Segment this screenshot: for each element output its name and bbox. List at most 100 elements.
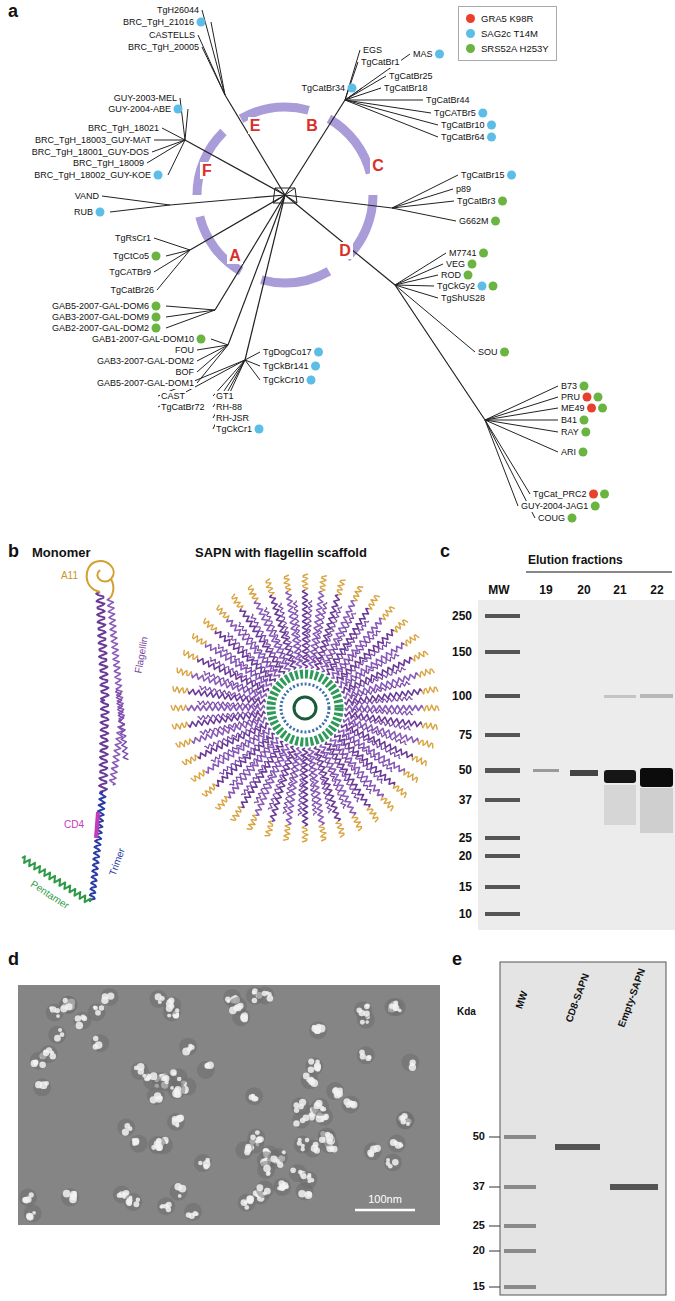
- helix: [293, 600, 302, 662]
- taxon-label: TgCkBr141: [262, 361, 310, 372]
- helix: [412, 652, 428, 662]
- tree-branch: [395, 285, 485, 420]
- tree-branch: [197, 345, 228, 372]
- helix: [345, 706, 423, 711]
- taxon-label: GUY-2004-JAG1: [520, 501, 589, 512]
- clade-letter: F: [200, 162, 214, 179]
- particle: [263, 1165, 271, 1173]
- taxon-label: BRC_TgH_18002_GUY-KOE: [33, 170, 152, 181]
- helix: [423, 705, 439, 711]
- helix: [228, 738, 279, 798]
- particle: [177, 1077, 181, 1081]
- particle: [93, 1006, 98, 1011]
- tree-branch: [245, 352, 260, 360]
- helix: [337, 580, 345, 595]
- helix: [219, 736, 269, 774]
- taxon-label: CAST: [160, 391, 186, 402]
- marker-dot: [500, 348, 509, 357]
- helix: [188, 711, 265, 727]
- particle: [70, 1191, 77, 1198]
- helix: [173, 686, 188, 693]
- helix: [422, 687, 438, 694]
- legend-swatch: [466, 14, 475, 23]
- particle: [313, 1142, 319, 1148]
- particle-halo: [384, 1153, 402, 1171]
- helix: [321, 601, 354, 672]
- particle: [195, 1212, 199, 1216]
- helix: [331, 618, 382, 678]
- tree-branch: [180, 98, 185, 140]
- micrograph-panel: 100nm: [18, 985, 440, 1225]
- domain-label: Flagellin: [133, 636, 151, 675]
- particle-halo: [309, 1021, 327, 1039]
- tree-branch: [395, 285, 438, 298]
- particle: [267, 1171, 271, 1175]
- particle: [306, 1191, 311, 1196]
- particle: [298, 1104, 304, 1110]
- taxon-label: GAB2-2007-GAL-DOM2: [51, 323, 150, 334]
- particle: [314, 1064, 321, 1071]
- taxon-label: TgShUS28: [440, 293, 486, 304]
- particle: [258, 1136, 264, 1142]
- helix: [265, 821, 273, 836]
- particle: [29, 1192, 34, 1197]
- taxon-label: GAB3-2007-GAL-DOM9: [51, 312, 150, 323]
- particle: [56, 1014, 60, 1018]
- particle: [235, 1004, 242, 1011]
- legend-row: SAG2c T14M: [466, 26, 549, 41]
- tree-branch: [197, 345, 228, 350]
- marker-dot: [587, 404, 596, 413]
- taxon-label: TgCatBr10: [440, 120, 486, 131]
- marker-size: 75: [459, 728, 472, 742]
- tree-branch: [228, 195, 285, 345]
- helix: [283, 825, 290, 840]
- heading-underline: [526, 571, 672, 572]
- marker-dot: [464, 271, 473, 280]
- helix: [302, 826, 308, 842]
- helix: [394, 620, 408, 632]
- sample-band: [555, 1144, 600, 1150]
- tree-branch: [245, 360, 260, 380]
- tree-branch: [166, 310, 215, 328]
- helix: [303, 748, 308, 826]
- marker-size: 10: [459, 907, 472, 921]
- helix: [191, 770, 206, 781]
- particle-halo: [194, 1154, 212, 1172]
- helix: [187, 706, 265, 711]
- taxon-label: CASTELLS: [148, 30, 196, 41]
- helix: [110, 720, 125, 785]
- particle: [155, 993, 162, 1000]
- taxon-label: B73: [560, 381, 578, 392]
- particle-halo: [179, 1038, 197, 1056]
- particle: [316, 1067, 321, 1072]
- particle-halo: [396, 1112, 414, 1130]
- tree-branch: [154, 238, 190, 250]
- particle: [304, 1191, 312, 1199]
- marker-size: 20: [459, 849, 472, 863]
- particle: [93, 1044, 99, 1050]
- tree-branch: [190, 195, 285, 250]
- particle: [308, 1067, 314, 1073]
- particle: [124, 1123, 130, 1129]
- panel-letter: c: [440, 541, 450, 563]
- tree-branch: [185, 140, 285, 195]
- tree: [102, 10, 558, 518]
- particle: [54, 1035, 61, 1042]
- particle: [393, 1005, 399, 1011]
- tree-branch: [485, 420, 558, 432]
- taxon-label: BRC_TgH_18001_GUY-DOS: [31, 147, 150, 158]
- particle-halo: [354, 1001, 372, 1019]
- helix: [336, 821, 344, 837]
- taxon-label: TgCatBr18: [383, 83, 429, 94]
- legend-row: SRS52A H253Y: [466, 41, 549, 56]
- particle: [43, 1050, 49, 1056]
- tree-branch: [392, 208, 456, 221]
- particle: [401, 1117, 405, 1121]
- helix: [254, 601, 290, 672]
- particle: [198, 1161, 203, 1166]
- taxon-label: ARI: [560, 447, 577, 458]
- particle-halo: [143, 1072, 161, 1090]
- taxon-label: TgDogCo17: [262, 347, 313, 358]
- particle: [374, 1145, 381, 1152]
- particle-halo: [149, 990, 167, 1008]
